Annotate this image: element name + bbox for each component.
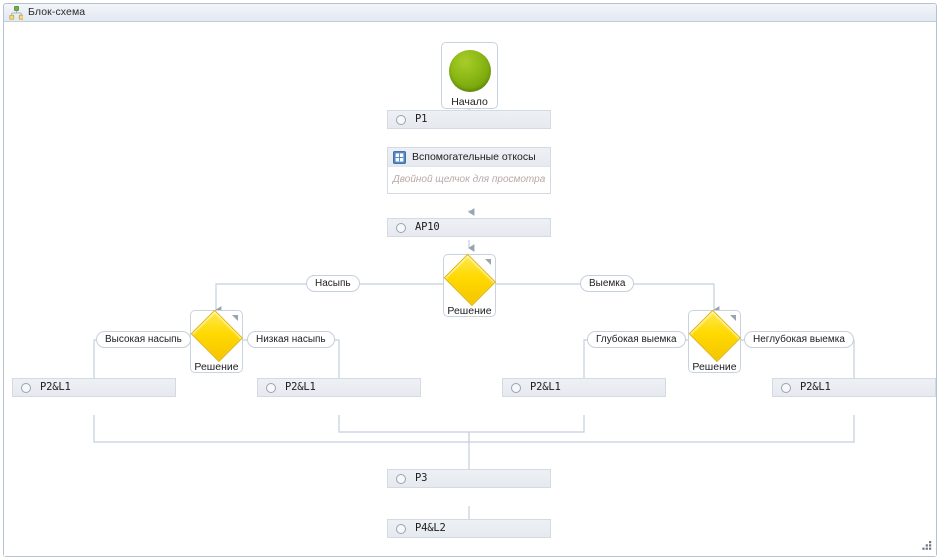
node-p4l2-label: P4&L2 [415,522,446,535]
node-p2l1-a[interactable]: P2&L1 [12,378,176,397]
edge-label-vyemka[interactable]: Выемка [580,275,635,292]
node-p1[interactable]: P1 [387,110,551,129]
node-p2l1-c-label: P2&L1 [530,381,561,394]
node-decision-main[interactable]: Решение [443,253,496,317]
node-p1-label: P1 [415,113,428,126]
circle-ring-icon [396,473,406,484]
node-start-label: Начало [451,96,488,108]
node-p2l1-b[interactable]: P2&L1 [257,378,421,397]
edge-label-vysokaya-nasyp[interactable]: Высокая насыпь [96,331,191,348]
node-p3-label: P3 [415,472,428,485]
resize-grip-icon[interactable] [921,541,932,552]
node-p4l2[interactable]: P4&L2 [387,519,551,538]
node-start[interactable]: Начало [441,42,498,109]
edge-merge-a [93,415,469,443]
node-decision-right[interactable]: Решение [688,309,741,373]
start-circle-icon [448,50,491,92]
node-p2l1-d-label: P2&L1 [800,381,831,394]
circle-ring-icon [396,114,406,125]
circle-ring-icon [21,382,31,393]
edge-label-nasyp[interactable]: Насыпь [306,275,360,292]
subprocess-icon [393,150,406,164]
node-decision-right-label: Решение [692,360,737,373]
node-ap10-label: AP10 [415,221,440,234]
node-p2l1-c[interactable]: P2&L1 [502,378,666,397]
flowchart-canvas[interactable]: Начало P1 Вспомогательные откосы [4,22,936,556]
window-title: Блок-схема [28,6,86,19]
node-subprocess[interactable]: Вспомогательные откосы Двойной щелчок дл… [387,147,551,194]
flowchart-icon [9,5,23,20]
node-decision-left[interactable]: Решение [190,309,243,373]
corner-flag-icon [485,259,491,265]
node-p2l1-b-label: P2&L1 [285,381,316,394]
edge-label-nizkaya-nasyp[interactable]: Низкая насыпь [247,331,335,348]
subprocess-body[interactable]: Двойной щелчок для просмотра [388,167,550,193]
edge-label-neglubokaya-vyemka[interactable]: Неглубокая выемка [744,331,854,348]
node-decision-main-label: Решение [447,304,492,317]
subprocess-hint: Двойной щелчок для просмотра [392,174,546,185]
circle-ring-icon [781,382,791,393]
edge-merge-d [469,415,855,443]
node-p2l1-a-label: P2&L1 [40,381,71,394]
window-titlebar[interactable]: Блок-схема [4,4,936,22]
edge-merge-b [338,415,470,442]
node-p3[interactable]: P3 [387,469,551,488]
node-decision-left-label: Решение [194,360,239,373]
subprocess-header[interactable]: Вспомогательные откосы [388,148,550,167]
edge-merge-c [469,415,585,433]
flowchart-window: Блок-схема [3,3,937,557]
circle-ring-icon [266,382,276,393]
node-p2l1-d[interactable]: P2&L1 [772,378,936,397]
corner-flag-icon [730,315,736,321]
node-ap10[interactable]: AP10 [387,218,551,237]
corner-flag-icon [232,315,238,321]
circle-ring-icon [396,523,406,534]
circle-ring-icon [511,382,521,393]
edge-label-glubokaya-vyemka[interactable]: Глубокая выемка [587,331,686,348]
circle-ring-icon [396,222,406,233]
subprocess-header-label: Вспомогательные откосы [412,150,536,163]
